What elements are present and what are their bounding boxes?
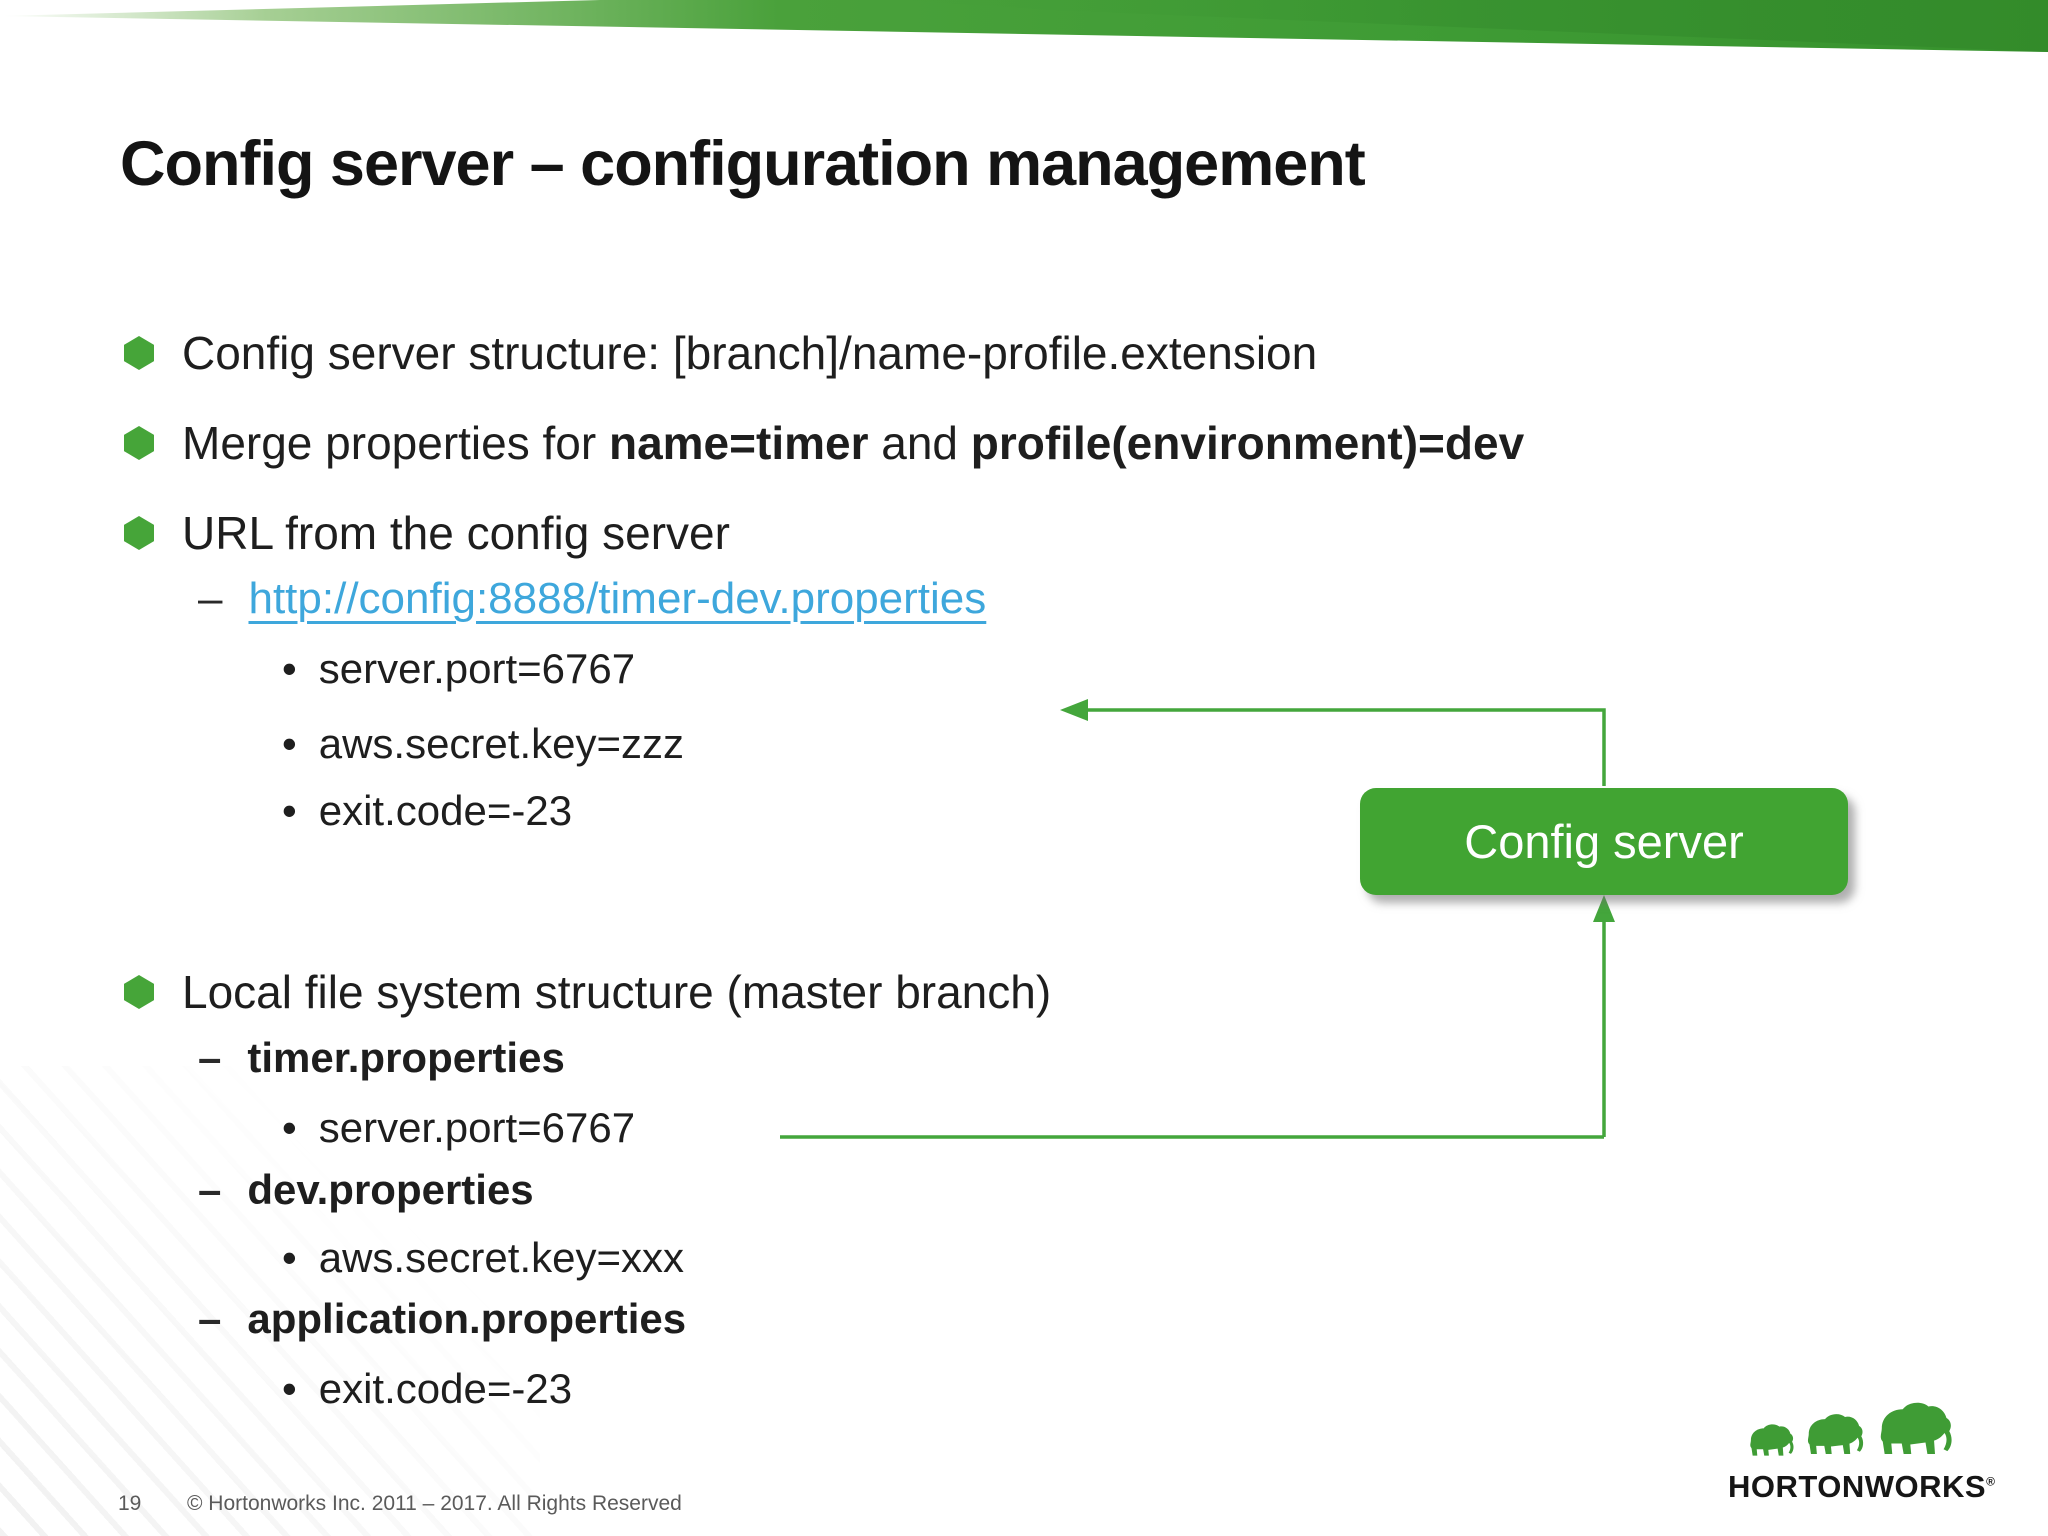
config-url-link[interactable]: http://config:8888/timer-dev.properties	[248, 574, 987, 623]
dot-marker: •	[282, 1234, 297, 1281]
dot-marker: •	[282, 1365, 297, 1412]
url-prop-row: • server.port=6767	[282, 648, 635, 690]
config-server-box-label: Config server	[1464, 815, 1744, 868]
file-prop-text: server.port=6767	[318, 1104, 636, 1151]
bullet-url-heading: URL from the config server	[124, 510, 730, 556]
dash-marker: –	[198, 1034, 222, 1081]
watermark-texture	[0, 1066, 540, 1536]
config-server-box: Config server	[1360, 788, 1848, 895]
file-prop-row: • aws.secret.key=xxx	[282, 1237, 684, 1279]
file-name: timer.properties	[247, 1034, 565, 1081]
hortonworks-elephants-icon	[1750, 1402, 1952, 1456]
file-row: – dev.properties	[198, 1169, 534, 1211]
merge-profile-value: profile(environment)=dev	[970, 417, 1525, 469]
url-prop-text: aws.secret.key=zzz	[318, 720, 685, 767]
dash-marker: –	[198, 1166, 222, 1213]
hexagon-bullet-icon	[124, 426, 154, 460]
file-row: – application.properties	[198, 1298, 686, 1340]
bullet-structure-text: Config server structure: [branch]/name-p…	[182, 327, 1318, 379]
file-name: dev.properties	[247, 1166, 534, 1213]
file-prop-row: • server.port=6767	[282, 1107, 635, 1149]
dot-marker: •	[282, 787, 297, 834]
file-prop-row: • exit.code=-23	[282, 1368, 572, 1410]
url-link-row: – http://config:8888/timer-dev.propertie…	[198, 577, 986, 621]
bullet-merge-text: Merge properties for name=timer and prof…	[182, 417, 1525, 469]
registered-mark: ®	[1986, 1474, 1996, 1489]
dash-marker: –	[198, 574, 223, 623]
hortonworks-wordmark: HORTONWORKS®	[1728, 1469, 1996, 1504]
bullet-merge: Merge properties for name=timer and prof…	[124, 420, 1524, 466]
header-ribbon	[0, 0, 2048, 52]
dash-marker: –	[198, 1295, 222, 1342]
page-number: 19	[118, 1492, 142, 1515]
hexagon-bullet-icon	[124, 516, 154, 550]
copyright-text: © Hortonworks Inc. 2011 – 2017. All Righ…	[187, 1492, 682, 1515]
url-prop-text: exit.code=-23	[318, 787, 573, 834]
bullet-structure: Config server structure: [branch]/name-p…	[124, 330, 1317, 376]
file-row: – timer.properties	[198, 1037, 565, 1079]
hexagon-bullet-icon	[124, 975, 154, 1009]
page-title: Config server – configuration management	[120, 129, 1366, 199]
bullet-local-heading: Local file system structure (master bran…	[124, 969, 1051, 1015]
file-prop-text: exit.code=-23	[318, 1365, 573, 1412]
file-name: application.properties	[247, 1295, 687, 1342]
file-prop-text: aws.secret.key=xxx	[318, 1234, 685, 1281]
url-prop-text: server.port=6767	[318, 645, 636, 692]
bullet-local-heading-text: Local file system structure (master bran…	[182, 966, 1052, 1018]
hexagon-bullet-icon	[124, 336, 154, 370]
url-prop-row: • aws.secret.key=zzz	[282, 723, 684, 765]
dot-marker: •	[282, 720, 297, 767]
bullet-url-heading-text: URL from the config server	[182, 507, 730, 559]
dot-marker: •	[282, 645, 297, 692]
merge-name-value: name=timer	[608, 417, 869, 469]
url-prop-row: • exit.code=-23	[282, 790, 572, 832]
dot-marker: •	[282, 1104, 297, 1151]
hortonworks-logo: HORTONWORKS®	[1728, 1392, 1996, 1504]
